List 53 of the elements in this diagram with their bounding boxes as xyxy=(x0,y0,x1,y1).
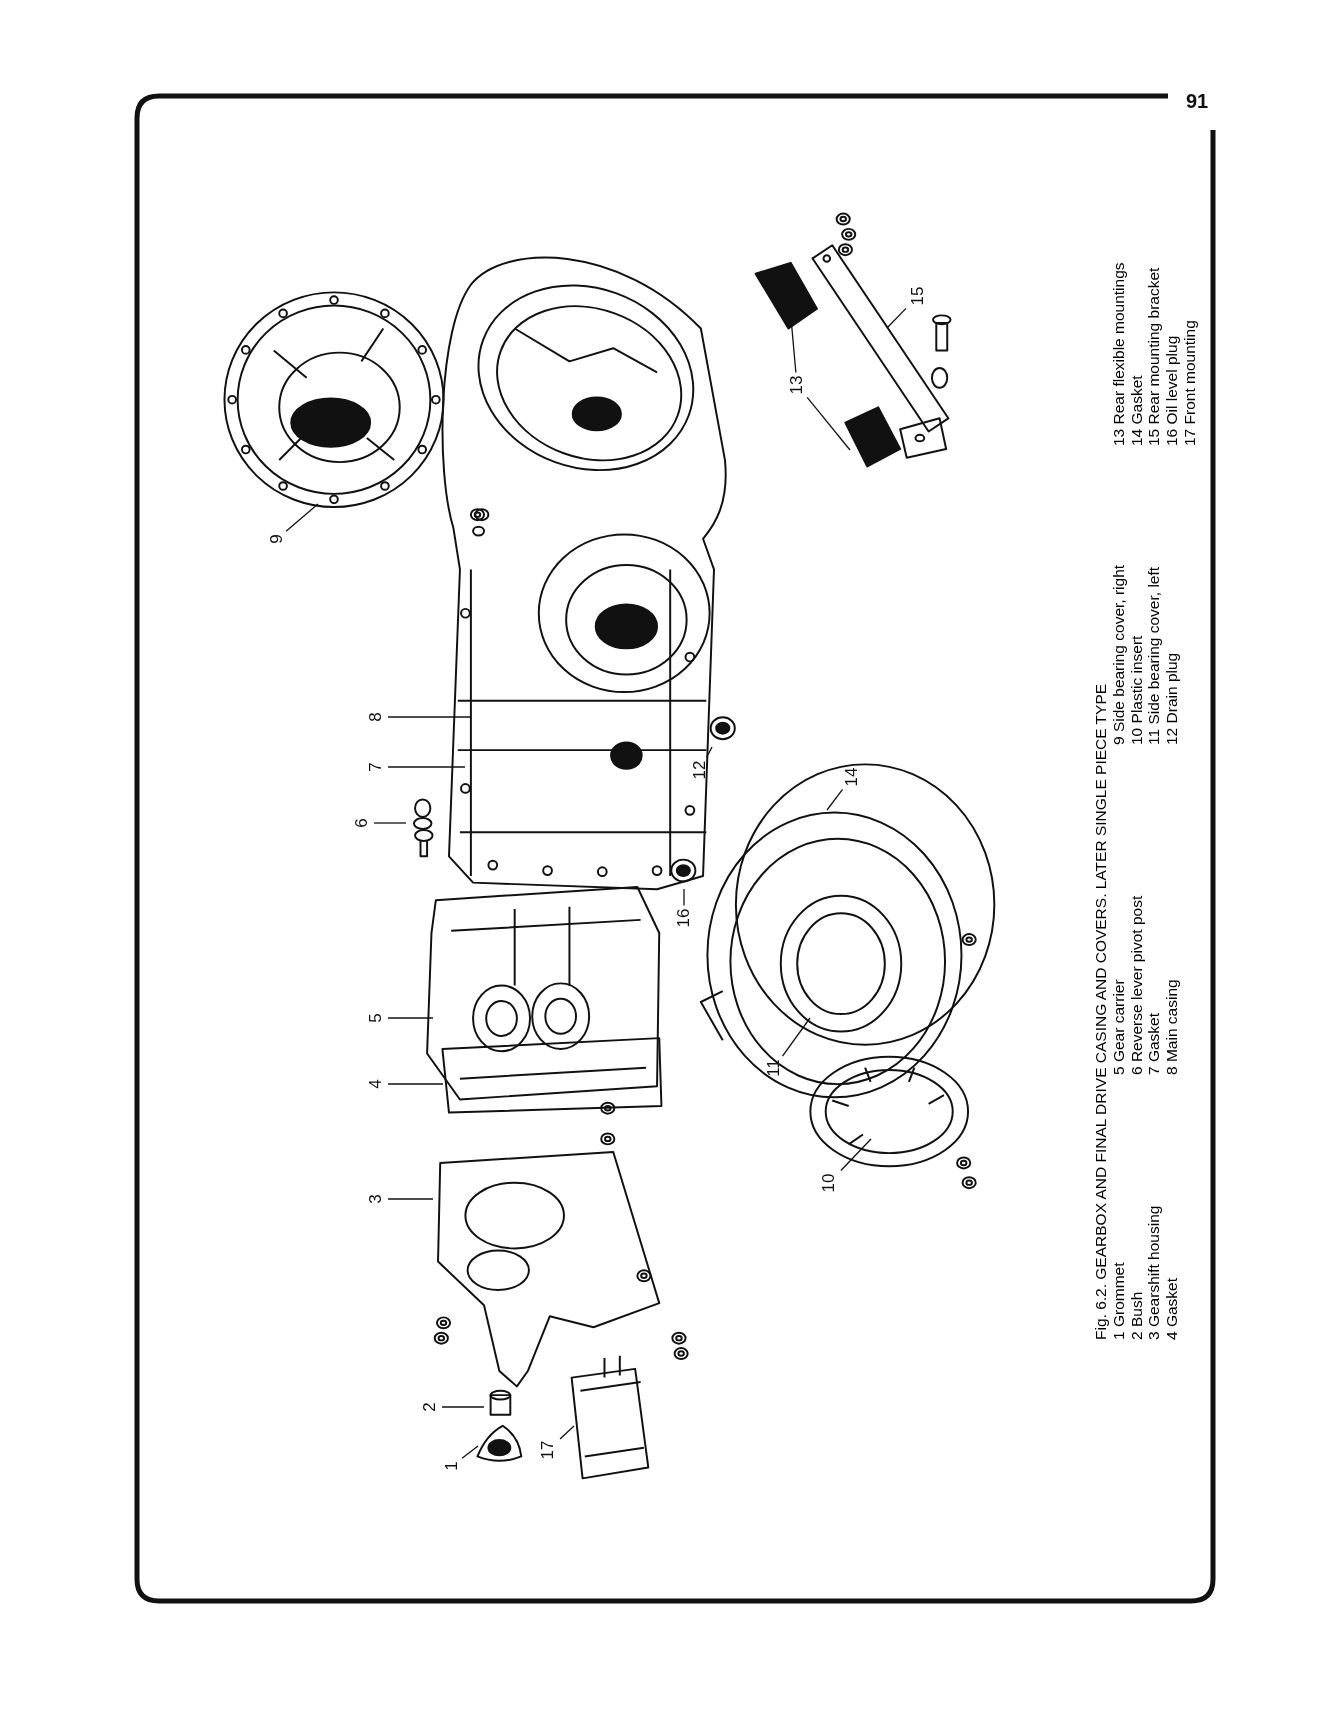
leader-line xyxy=(705,746,713,759)
parts-list-item: 11 Side bearing cover, left xyxy=(1144,566,1162,745)
callout-number: 1 xyxy=(443,1461,461,1471)
leader-line xyxy=(806,396,851,451)
callout-number: 9 xyxy=(268,534,286,544)
parts-list-item: 9 Side bearing cover, right xyxy=(1109,564,1127,745)
callout-number: 8 xyxy=(367,712,385,722)
leader-line xyxy=(441,1406,485,1408)
callout-number: 12 xyxy=(691,760,709,780)
leader-line xyxy=(461,1445,479,1459)
parts-list-item: 3 Gearshift housing xyxy=(1144,1205,1162,1340)
callout-number: 13 xyxy=(788,375,806,395)
callout-number: 7 xyxy=(367,762,385,772)
callout-number: 3 xyxy=(367,1194,385,1204)
parts-list-item: 2 Bush xyxy=(1127,1291,1145,1340)
leader-line xyxy=(387,766,466,768)
callout-number: 14 xyxy=(843,767,861,787)
leader-line xyxy=(387,716,472,718)
callout-number: 2 xyxy=(421,1402,439,1412)
parts-list-item: 6 Reverse lever pivot post xyxy=(1127,895,1145,1075)
callout-number: 16 xyxy=(675,908,693,928)
leader-line xyxy=(387,1198,434,1200)
callout-number: 10 xyxy=(820,1173,838,1193)
parts-list-item: 1 Grommet xyxy=(1109,1262,1127,1340)
parts-list-item: 16 Oil level plug xyxy=(1162,335,1180,446)
parts-list-item: 10 Plastic insert xyxy=(1127,635,1145,745)
leader-line xyxy=(387,1083,444,1085)
callout-number: 17 xyxy=(539,1440,557,1460)
leader-line xyxy=(840,1138,872,1172)
callout-number: 5 xyxy=(367,1013,385,1023)
parts-list-item: 15 Rear mounting bracket xyxy=(1144,267,1162,446)
figure-caption: Fig. 6.2. GEARBOX AND FINAL DRIVE CASING AND COVERS. LATER SINGLE PIECE TYPE xyxy=(1091,683,1109,1340)
parts-list-item: 5 Gear carrier xyxy=(1109,979,1127,1075)
leader-line xyxy=(559,1425,575,1440)
parts-list-item: 8 Main casing xyxy=(1162,979,1180,1075)
leader-line xyxy=(886,307,907,329)
leader-line xyxy=(683,888,685,907)
parts-list-item: 17 Front mounting xyxy=(1180,320,1198,446)
parts-list-item: 4 Gasket xyxy=(1162,1277,1180,1340)
page-number: 91 xyxy=(1186,90,1209,112)
callout-number: 11 xyxy=(765,1059,783,1077)
leader-line xyxy=(781,1017,811,1057)
callout-number: 15 xyxy=(909,286,927,306)
parts-list-item: 14 Gasket xyxy=(1127,375,1145,446)
leader-line xyxy=(387,1017,434,1019)
parts-list-item: 7 Gasket xyxy=(1144,1012,1162,1075)
callout-number: 4 xyxy=(367,1079,385,1089)
parts-list-item: 12 Drain plug xyxy=(1162,652,1180,745)
callout-number: 6 xyxy=(353,818,371,828)
leader-line xyxy=(373,822,407,824)
parts-list-item: 13 Rear flexible mountings xyxy=(1109,262,1127,446)
leader-line xyxy=(826,788,844,811)
leader-line xyxy=(285,503,319,532)
